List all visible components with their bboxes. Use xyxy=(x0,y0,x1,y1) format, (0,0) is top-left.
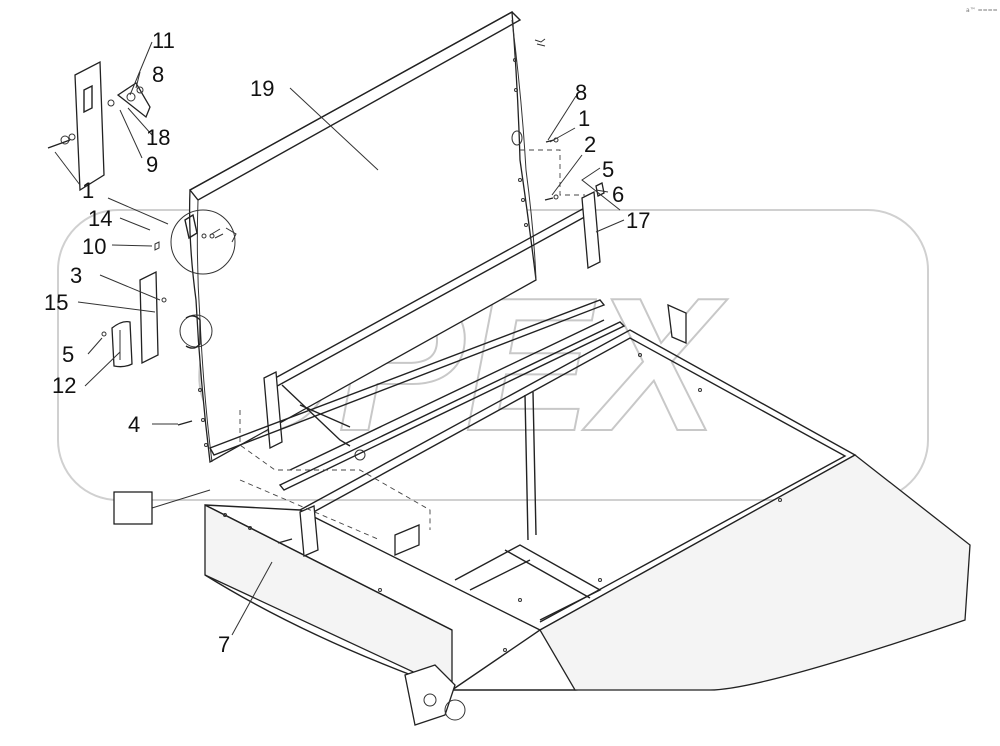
left-bracket xyxy=(263,370,283,450)
callout-16: 17 xyxy=(626,208,650,233)
small-washer-part xyxy=(154,241,160,251)
callout-4: 4 xyxy=(128,412,140,437)
side-plate xyxy=(299,505,319,557)
callout-14: 14 xyxy=(88,206,112,231)
handle-part xyxy=(101,270,167,368)
callout-10: 10 xyxy=(82,234,106,259)
guide-line-1 xyxy=(520,149,585,196)
callout-5-left: 5 xyxy=(62,342,74,367)
hinge-detail-circle xyxy=(170,209,236,275)
box-body xyxy=(204,329,971,726)
callout-12: 12 xyxy=(52,373,76,398)
callout-15: 15 xyxy=(44,290,68,315)
callout-3: 3 xyxy=(70,263,82,288)
callout-1-left: 1 xyxy=(82,178,94,203)
callout-2: 2 xyxy=(584,132,596,157)
callout-5-right: 5 xyxy=(602,157,614,182)
leader-lines xyxy=(54,41,625,636)
callout-6: 6 xyxy=(612,182,624,207)
callout-19-box xyxy=(113,491,153,525)
callout-11: 11 xyxy=(152,28,175,53)
callout-17: 18 xyxy=(146,125,170,150)
callout-8-left: 9 xyxy=(146,152,158,177)
bolt-4 xyxy=(177,420,193,426)
hinge-plate-part xyxy=(47,60,151,192)
lid-top-edge xyxy=(188,11,522,201)
right-bracket xyxy=(581,190,601,270)
rail-strip-lower xyxy=(278,321,626,491)
support-rod-assembly xyxy=(263,190,601,461)
callout-1-right: 1 xyxy=(578,106,590,131)
bottom-mount xyxy=(404,664,456,726)
callout-7: 8 xyxy=(152,62,164,87)
callout-9: 7 xyxy=(218,632,230,657)
inner-bracket xyxy=(394,524,420,556)
callout-8-right: 8 xyxy=(575,80,587,105)
right-side-panel xyxy=(539,454,971,691)
corner-mark: a™ ==== xyxy=(966,7,998,14)
small-side-bracket xyxy=(667,303,687,344)
guide-line-2 xyxy=(239,410,431,530)
callout-18: 19 xyxy=(250,76,274,101)
rail-strip-upper xyxy=(208,299,606,456)
callout-labels: 11 8 18 9 1 14 10 3 15 5 12 4 19 8 1 2 5… xyxy=(44,28,650,657)
